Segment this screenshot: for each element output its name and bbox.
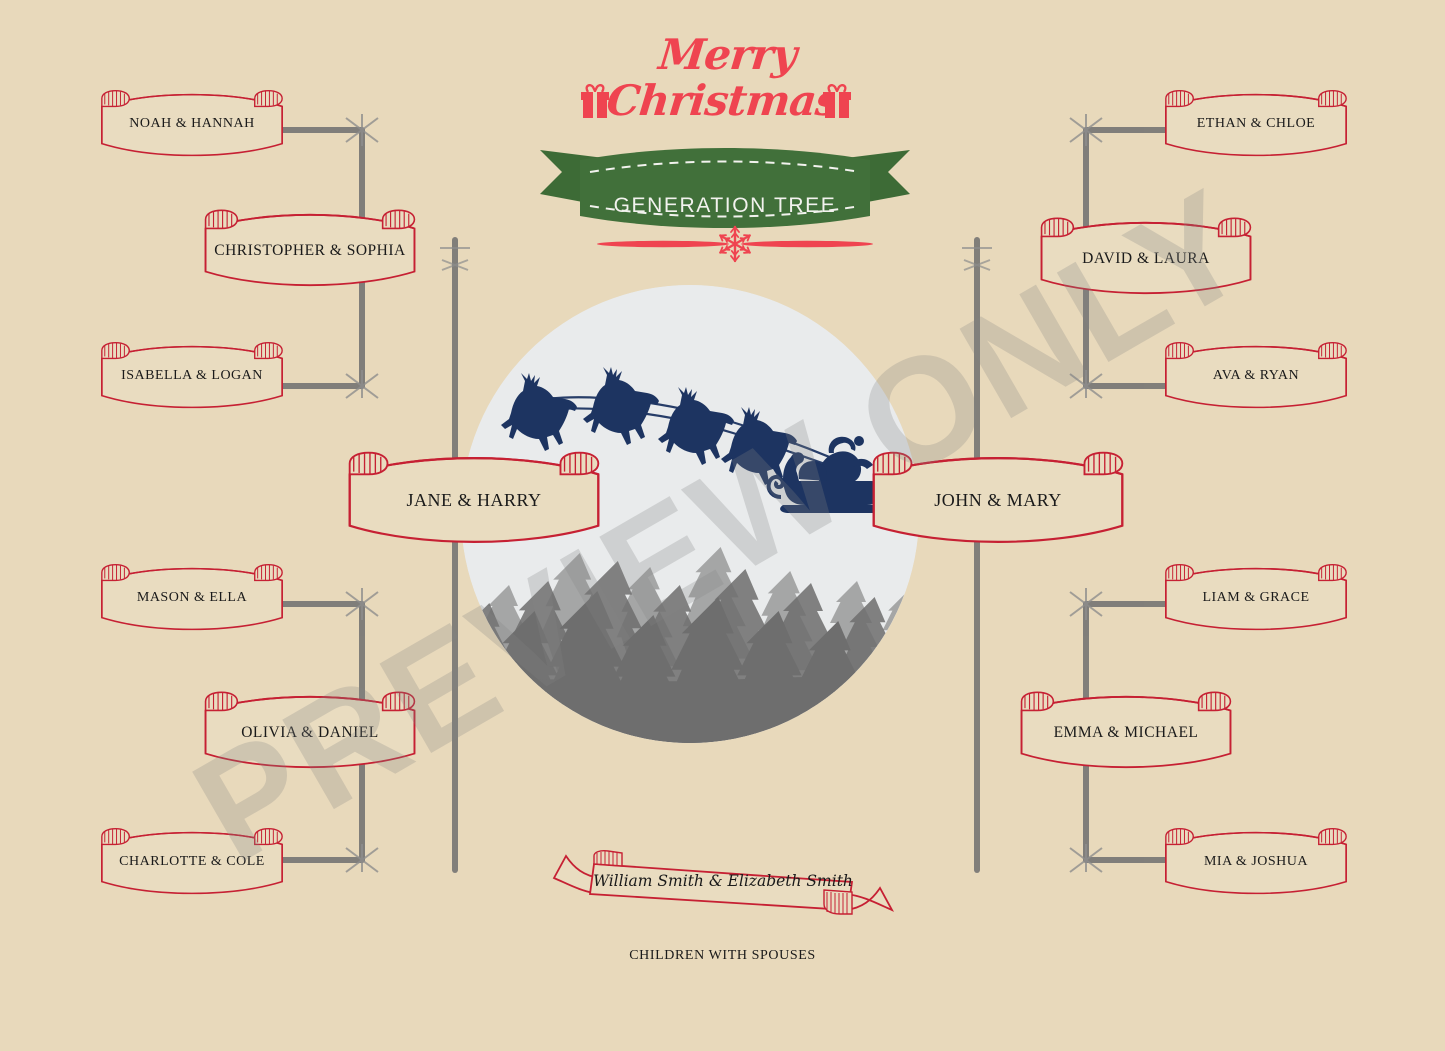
banner-root[interactable]: William Smith & Elizabeth Smith — [548, 848, 898, 928]
banner-left-mid-2[interactable]: OLIVIA & DANIEL — [196, 690, 424, 774]
banner-right-outer-4[interactable]: MIA & JOSHUA — [1158, 826, 1354, 900]
banner-label: ETHAN & CHLOE — [1196, 116, 1316, 131]
banner-label: OLIVIA & DANIEL — [241, 724, 379, 741]
banner-right-outer-2[interactable]: AVA & RYAN — [1158, 340, 1354, 414]
gift-box-icon-right — [820, 84, 854, 125]
banner-left-outer-2[interactable]: ISABELLA & LOGAN — [94, 340, 290, 414]
banner-right-outer-1[interactable]: ETHAN & CHLOE — [1158, 88, 1354, 162]
snowflake-divider — [595, 222, 875, 266]
banner-left-outer-4[interactable]: CHARLOTTE & COLE — [94, 826, 290, 900]
banner-label: JANE & HARRY — [406, 490, 542, 510]
banner-left-center[interactable]: JANE & HARRY — [338, 450, 610, 550]
banner-label: MASON & ELLA — [136, 590, 248, 605]
banner-label: LIAM & GRACE — [1202, 590, 1310, 605]
connector-left-trunk — [440, 237, 470, 873]
connector-right-trunk — [962, 237, 992, 873]
banner-label: DAVID & LAURA — [1082, 250, 1210, 267]
title-line-1: Merry — [656, 30, 799, 79]
tree-caption: CHILDREN WITH SPOUSES — [629, 948, 816, 963]
banner-left-mid-1[interactable]: CHRISTOPHER & SOPHIA — [196, 208, 424, 292]
banner-right-center[interactable]: JOHN & MARY — [862, 450, 1134, 550]
banner-right-outer-3[interactable]: LIAM & GRACE — [1158, 562, 1354, 636]
banner-label: MIA & JOSHUA — [1203, 854, 1308, 869]
banner-label: JOHN & MARY — [934, 490, 1062, 510]
snowflake-icon — [719, 225, 751, 263]
banner-label: EMMA & MICHAEL — [1053, 724, 1199, 741]
title-line-2: Christmas — [604, 76, 841, 125]
banner-label: ISABELLA & LOGAN — [121, 368, 263, 383]
banner-right-mid-1[interactable]: DAVID & LAURA — [1032, 216, 1260, 300]
banner-label: CHRISTOPHER & SOPHIA — [214, 242, 406, 259]
banner-label: NOAH & HANNAH — [129, 116, 255, 131]
banner-left-outer-3[interactable]: MASON & ELLA — [94, 562, 290, 636]
poster-header: Merry Christmas — [540, 28, 910, 278]
gift-box-icon-left — [578, 84, 612, 125]
banner-label: AVA & RYAN — [1212, 368, 1300, 383]
banner-label: CHARLOTTE & COLE — [119, 854, 265, 869]
generation-tree-label: GENERATION TREE — [613, 194, 837, 217]
banner-label: William Smith & Elizabeth Smith — [593, 872, 853, 890]
banner-left-outer-1[interactable]: NOAH & HANNAH — [94, 88, 290, 162]
banner-right-mid-2[interactable]: EMMA & MICHAEL — [1012, 690, 1240, 774]
generation-tree-ribbon — [540, 138, 910, 238]
